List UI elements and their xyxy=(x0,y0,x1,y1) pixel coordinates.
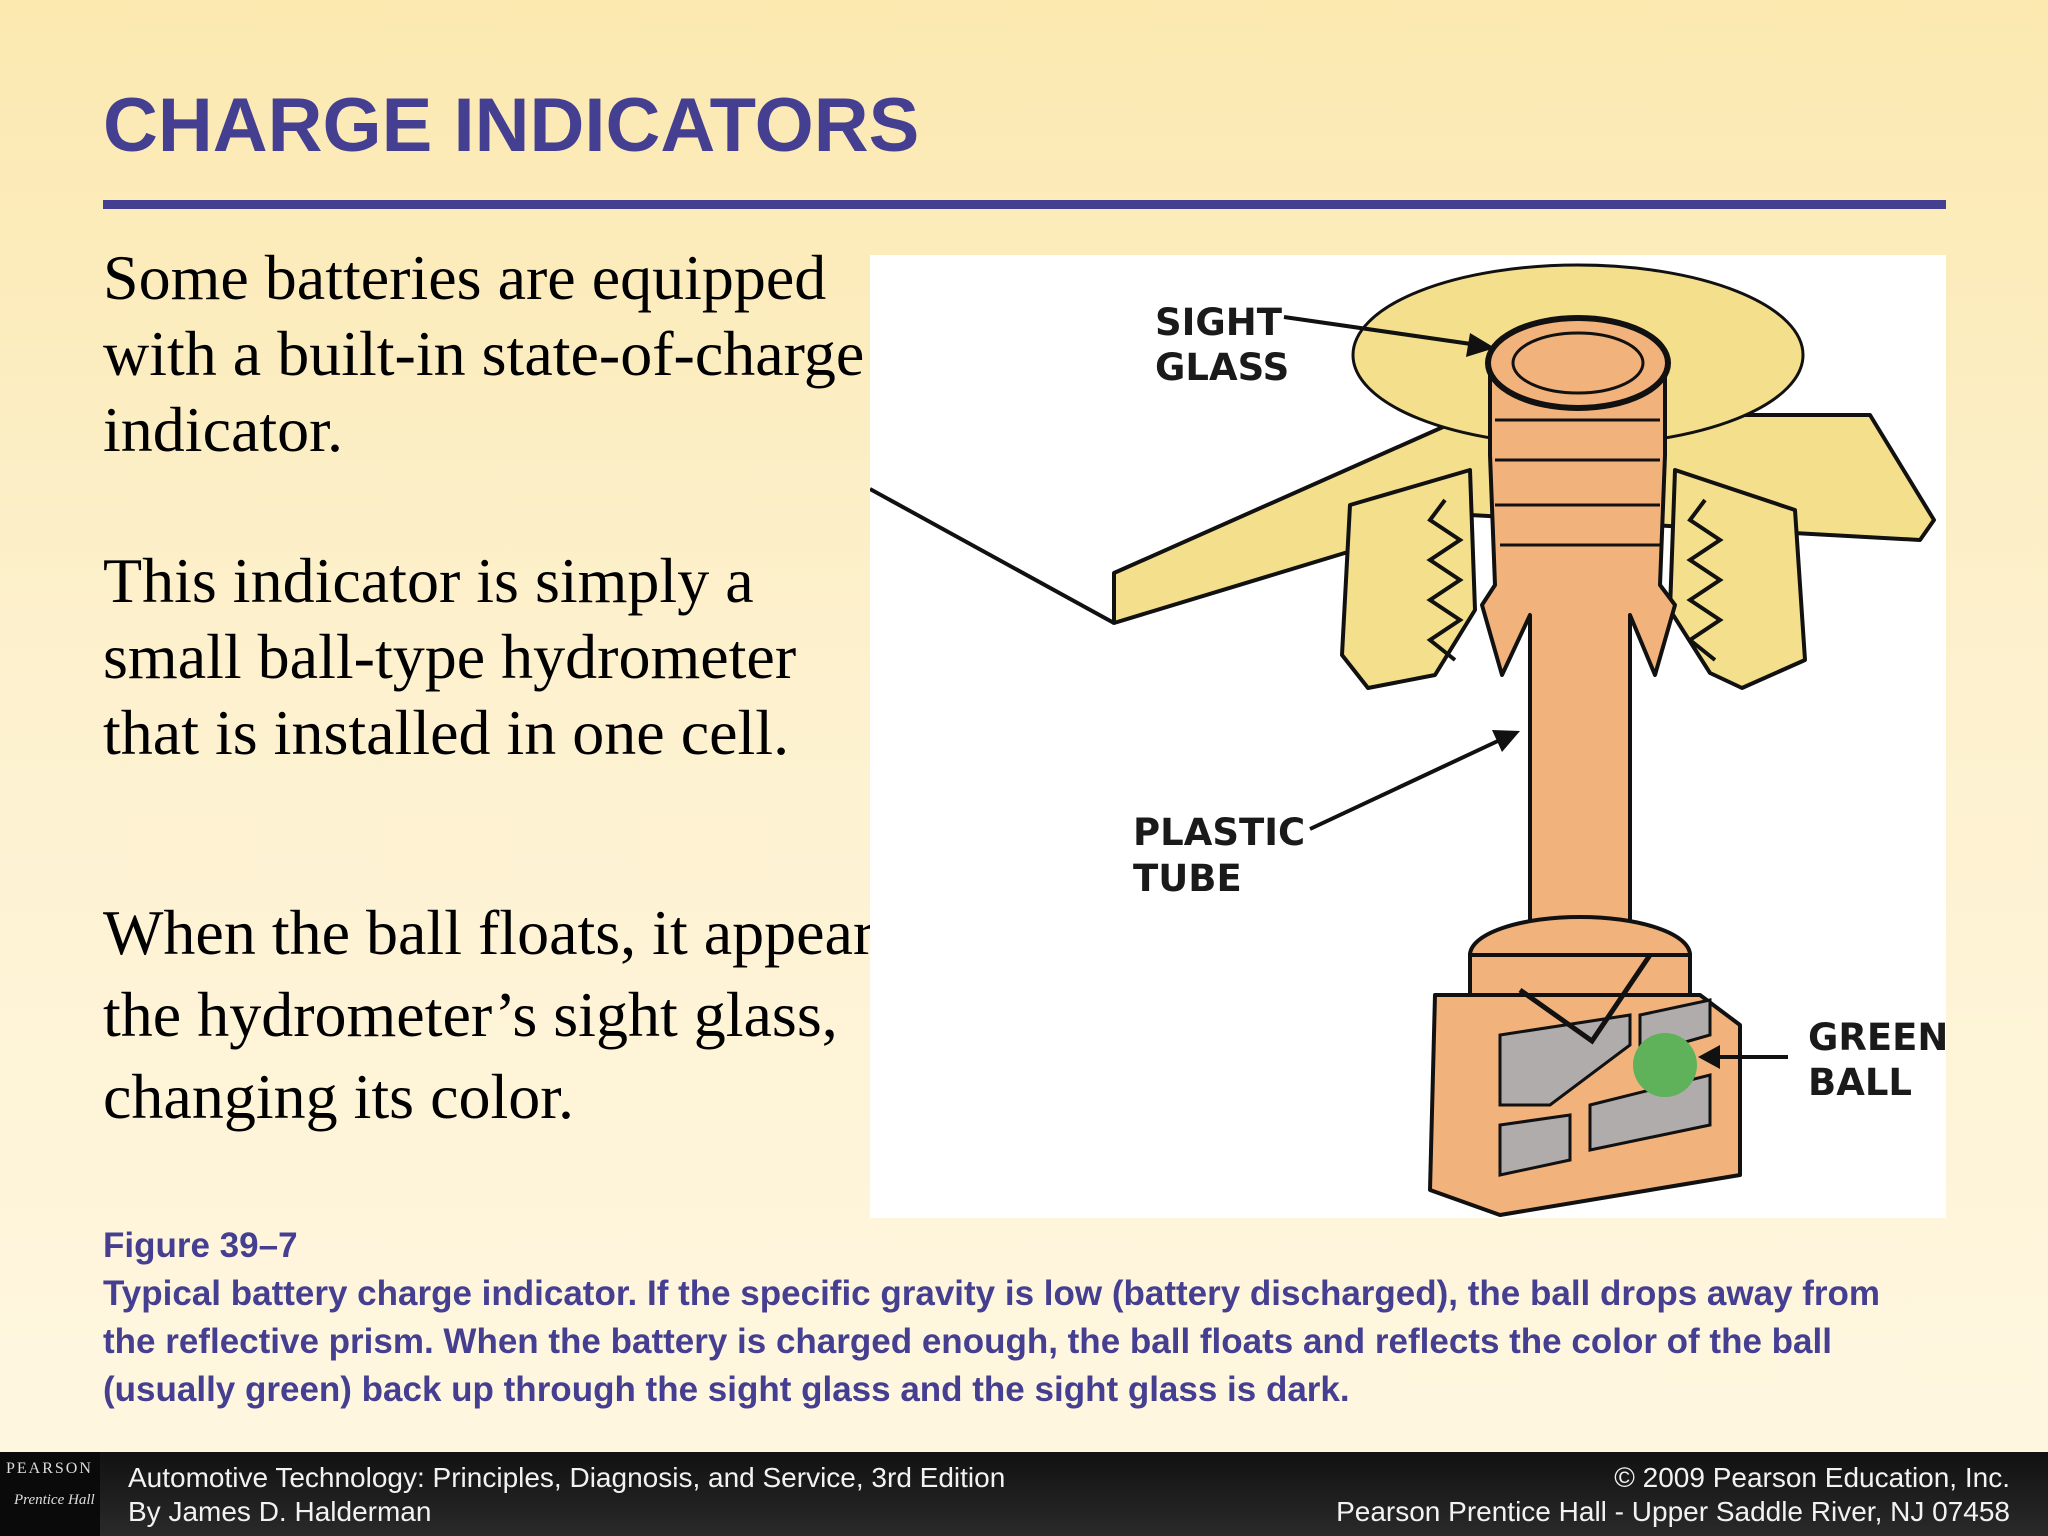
title-divider xyxy=(103,200,1946,209)
book-title: Automotive Technology: Principles, Diagn… xyxy=(128,1462,1006,1493)
right-threads xyxy=(1686,498,1724,662)
plastic-tube-label-line1: PLASTIC xyxy=(1133,811,1305,854)
body-paragraph-2: This indicator is simply a small ball-ty… xyxy=(103,545,797,768)
footer-bar: PEARSON Prentice Hall Automotive Technol… xyxy=(0,1452,2048,1536)
caption-figure-number: Figure 39–7 xyxy=(103,1226,298,1265)
slide-title: CHARGE INDICATORS xyxy=(103,83,920,168)
body-paragraph-3: When the ball floats, it appears in the … xyxy=(103,897,965,1132)
charge-indicator-diagram: SIGHT GLASS PLASTIC TUBE GREEN BALL xyxy=(870,263,1946,1217)
pearson-logo: PEARSON Prentice Hall xyxy=(0,1452,100,1536)
body-paragraph-1: Some batteries are equipped with a built… xyxy=(103,242,865,465)
plastic-tube-label-line2: TUBE xyxy=(1133,857,1242,900)
sight-glass-leader xyxy=(1283,315,1479,347)
sight-glass-label-line2: GLASS xyxy=(1155,346,1289,389)
green-ball xyxy=(1633,1033,1697,1097)
case-edge-line xyxy=(870,487,1115,625)
figure-caption: Figure 39–7 Typical battery charge indic… xyxy=(103,1222,1933,1414)
publisher-line: Pearson Prentice Hall - Upper Saddle Riv… xyxy=(1336,1496,2010,1527)
book-author: By James D. Halderman xyxy=(128,1496,432,1527)
plastic-tube-leader xyxy=(1309,738,1501,831)
sight-glass-label-line1: SIGHT xyxy=(1155,301,1283,344)
caption-body: Typical battery charge indicator. If the… xyxy=(103,1274,1881,1409)
plastic-tube xyxy=(1480,363,1677,947)
copyright-notice: © 2009 Pearson Education, Inc. xyxy=(1614,1462,2010,1493)
green-ball-label-line2: BALL xyxy=(1808,1061,1912,1104)
logo-wordmark: PEARSON xyxy=(6,1460,93,1477)
logo-imprint: Prentice Hall xyxy=(14,1492,95,1508)
green-ball-label-line1: GREEN xyxy=(1808,1016,1946,1059)
charge-indicator-figure: SIGHT GLASS PLASTIC TUBE GREEN BALL xyxy=(870,255,1946,1218)
left-threads xyxy=(1426,498,1464,662)
